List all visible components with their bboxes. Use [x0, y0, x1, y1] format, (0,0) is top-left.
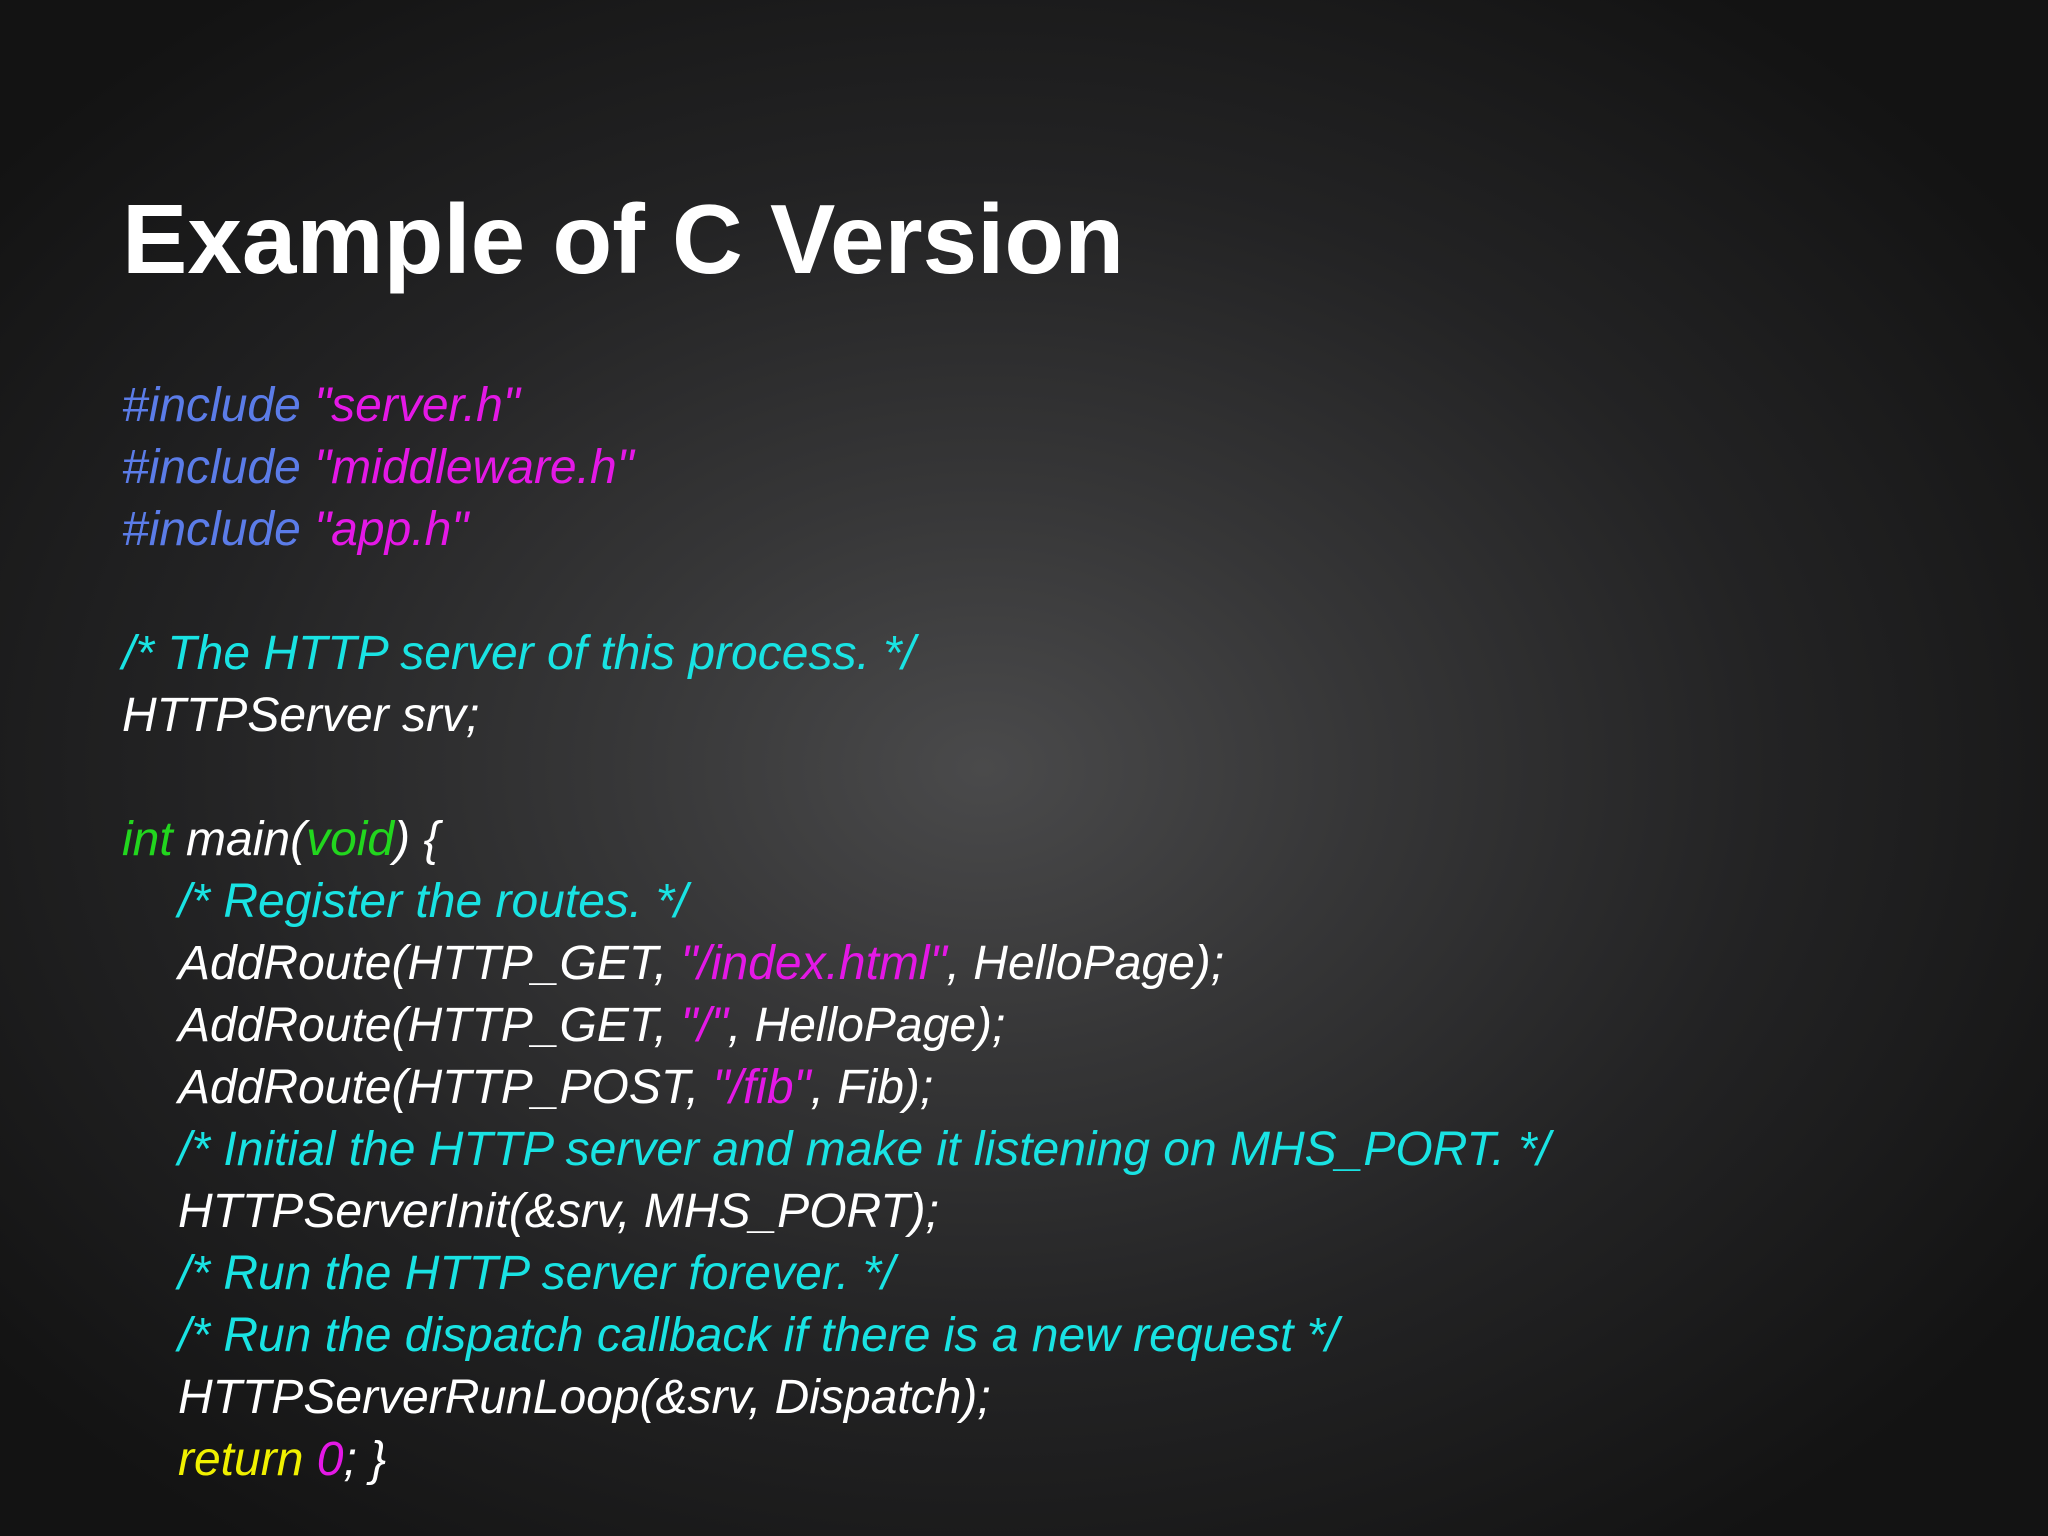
code-token	[303, 1433, 316, 1486]
code-token: HTTPServerInit(&srv, MHS_PORT);	[178, 1185, 939, 1238]
code-token: return	[178, 1433, 304, 1486]
code-token: , HelloPage);	[727, 999, 1006, 1052]
code-token: void	[306, 813, 395, 866]
code-blank-line	[122, 747, 1550, 809]
code-line: #include "server.h"	[122, 375, 1550, 437]
code-token: "app.h"	[314, 503, 469, 556]
code-line: /* The HTTP server of this process. */	[122, 623, 1550, 685]
code-token: , Fib);	[810, 1061, 934, 1114]
code-line: HTTPServerRunLoop(&srv, Dispatch);	[122, 1367, 1550, 1429]
code-token: #include	[122, 503, 315, 556]
code-line: HTTPServerInit(&srv, MHS_PORT);	[122, 1181, 1550, 1243]
code-token: , HelloPage);	[946, 937, 1225, 990]
code-token: "middleware.h"	[314, 441, 634, 494]
code-token: HTTPServer srv;	[122, 689, 480, 742]
code-line: /* Register the routes. */	[122, 871, 1550, 933]
code-token: HTTPServerRunLoop(&srv, Dispatch);	[178, 1371, 991, 1424]
code-line: return 0; }	[122, 1429, 1550, 1491]
code-token: /* The HTTP server of this process. */	[122, 627, 916, 680]
code-token: "server.h"	[314, 379, 520, 432]
slide-title: Example of C Version	[122, 184, 1125, 294]
code-token: AddRoute(HTTP_GET,	[178, 999, 681, 1052]
code-line: /* Run the dispatch callback if there is…	[122, 1305, 1550, 1367]
code-token: 0	[316, 1433, 344, 1486]
code-line: AddRoute(HTTP_GET, "/", HelloPage);	[122, 995, 1550, 1057]
code-token: "/index.html"	[680, 937, 947, 990]
code-token: AddRoute(HTTP_GET,	[178, 937, 681, 990]
code-line: /* Run the HTTP server forever. */	[122, 1243, 1550, 1305]
code-line: #include "middleware.h"	[122, 437, 1550, 499]
code-token: int	[122, 813, 173, 866]
code-token: /* Run the HTTP server forever. */	[178, 1247, 895, 1300]
code-token: /* Initial the HTTP server and make it l…	[178, 1123, 1551, 1176]
code-token: ; }	[343, 1433, 387, 1486]
code-line: AddRoute(HTTP_POST, "/fib", Fib);	[122, 1057, 1550, 1119]
code-token: #include	[122, 379, 315, 432]
code-line: int main(void) {	[122, 809, 1550, 871]
code-token: "/"	[680, 999, 728, 1052]
code-token: "/fib"	[712, 1061, 811, 1114]
code-line: AddRoute(HTTP_GET, "/index.html", HelloP…	[122, 933, 1550, 995]
code-token: ) {	[394, 813, 440, 866]
code-block: #include "server.h"#include "middleware.…	[122, 375, 1550, 1491]
code-blank-line	[122, 561, 1550, 623]
code-token: main(	[172, 813, 307, 866]
code-line: #include "app.h"	[122, 499, 1550, 561]
code-token: AddRoute(HTTP_POST,	[178, 1061, 713, 1114]
code-token: /* Register the routes. */	[178, 875, 688, 928]
code-token: #include	[122, 441, 315, 494]
code-token: /* Run the dispatch callback if there is…	[178, 1309, 1339, 1362]
code-line: HTTPServer srv;	[122, 685, 1550, 747]
code-line: /* Initial the HTTP server and make it l…	[122, 1119, 1550, 1181]
